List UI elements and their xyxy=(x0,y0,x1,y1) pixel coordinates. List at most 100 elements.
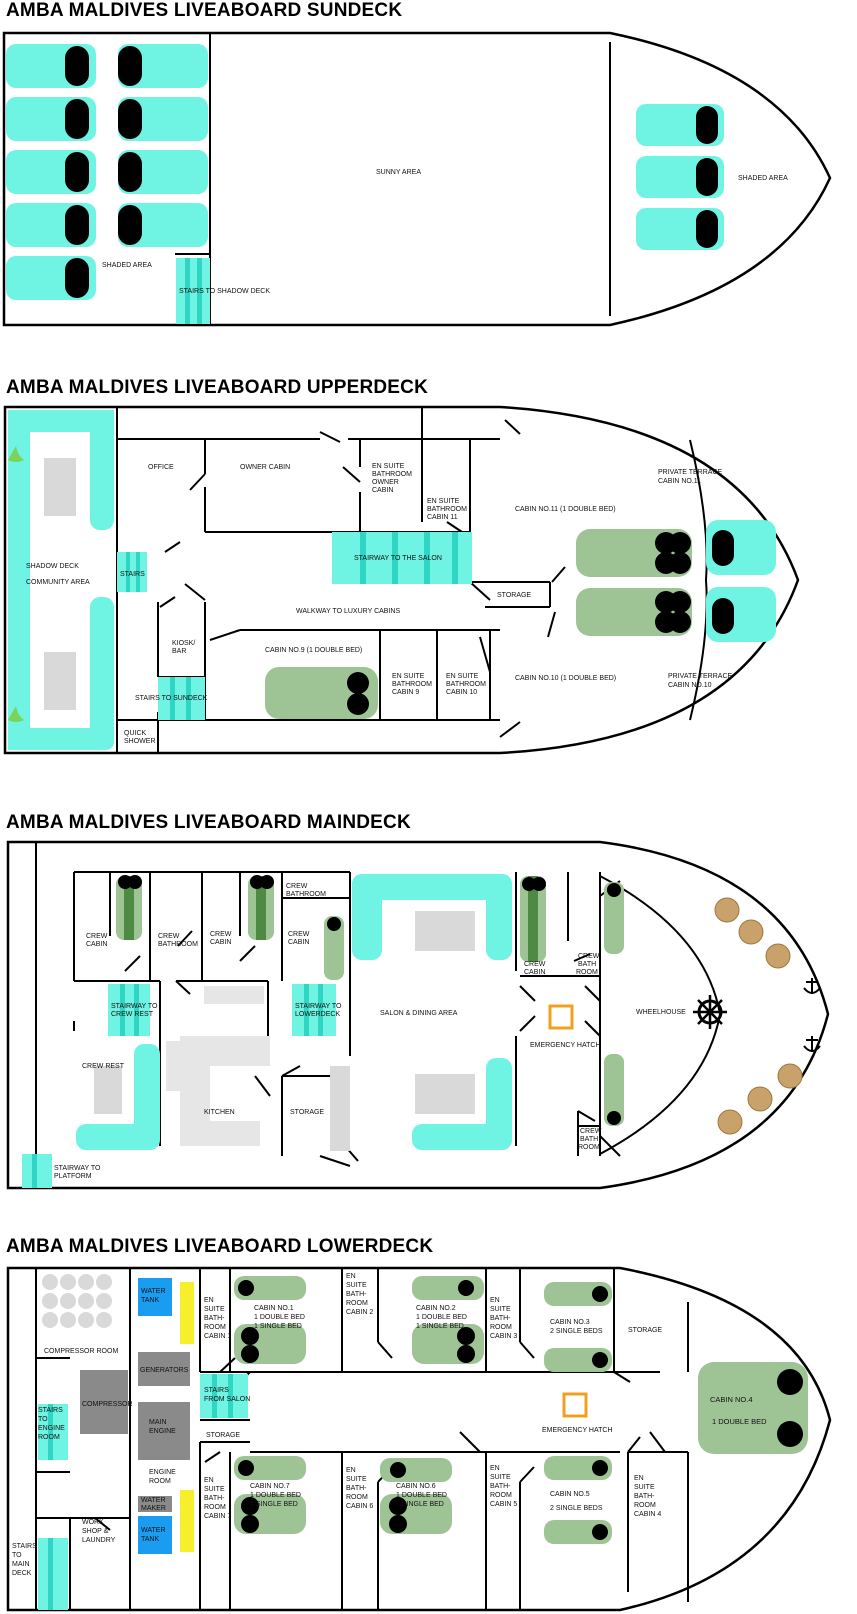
stairs-main-deck[interactable] xyxy=(38,1538,68,1610)
bed-cabin-10[interactable] xyxy=(576,588,692,636)
shadow-deck-seating[interactable] xyxy=(8,410,114,750)
lowerdeck-plan: COMPRESSOR ROOM COMPRESSOR WATER TANK GE… xyxy=(6,1266,832,1612)
bed-cabin-11[interactable] xyxy=(576,529,692,577)
lower-beds[interactable] xyxy=(234,1276,808,1544)
upperdeck-plan: OFFICE OWNER CABIN EN SUITE BATHROOM OWN… xyxy=(3,405,800,755)
water-tank-top-label-1: WATER xyxy=(141,1288,166,1295)
stairs-sundeck-label: STAIRS TO SUNDECK xyxy=(135,695,208,702)
scuba-tank-icon xyxy=(42,1274,112,1328)
ensuite-c6-label-2: SUITE xyxy=(346,1476,367,1483)
crew-bath-1-label-3: ROOM xyxy=(576,969,598,976)
maindeck-title: AMBA MALDIVES LIVEABOARD MAINDECK xyxy=(6,812,411,833)
crew-cabin-1-label-2: CABIN xyxy=(86,941,107,948)
main-engine-label-1: MAIN xyxy=(149,1419,167,1426)
plant-icon xyxy=(8,446,24,722)
owner-cabin-label: OWNER CABIN xyxy=(240,464,290,471)
ensuite-c4-label-5: CABIN 4 xyxy=(634,1511,661,1518)
crew-bath-2-label-2: BATH xyxy=(580,1136,598,1143)
sundeck-sunny-label: SUNNY AREA xyxy=(376,169,421,176)
sundeck-shaded-right-label: SHADED AREA xyxy=(738,175,788,182)
ensuite-c1-label-3: BATH- xyxy=(204,1315,225,1322)
ships-wheel-icon xyxy=(693,995,727,1029)
salon-seating[interactable] xyxy=(352,874,512,1150)
terrace-loungers[interactable] xyxy=(706,520,776,642)
sun-loungers-left[interactable] xyxy=(6,44,208,300)
stairs-from-salon[interactable] xyxy=(200,1374,248,1418)
crew-rest-label: CREW REST xyxy=(82,1063,125,1070)
stairway-platform[interactable] xyxy=(22,1154,52,1188)
storage-mid-label: STORAGE xyxy=(206,1432,240,1439)
ensuite-c4-label-4: ROOM xyxy=(634,1502,656,1509)
stairs-engine-label-1: STAIRS xyxy=(38,1407,63,1414)
ensuite-c6-label-1: EN xyxy=(346,1467,356,1474)
cabin5-label-1: CABIN NO.5 xyxy=(550,1491,590,1498)
lower-emergency-hatch-icon[interactable] xyxy=(562,1392,588,1418)
stairs-main-label-4: DECK xyxy=(12,1570,32,1577)
crew-cabin-3-label-1: CREW xyxy=(288,931,310,938)
ensuite-c2-label-4: ROOM xyxy=(346,1300,368,1307)
stairs-to-sundeck[interactable] xyxy=(158,677,205,720)
ensuite-c1-label-2: SUITE xyxy=(204,1306,225,1313)
cabin3-label-2: 2 SINGLE BEDS xyxy=(550,1328,603,1335)
ensuite-c4-label-1: EN xyxy=(634,1475,644,1482)
sundeck-shaded-left-label: SHADED AREA xyxy=(102,262,152,269)
main-engine-block[interactable] xyxy=(138,1402,190,1460)
water-tank-bottom[interactable] xyxy=(138,1516,172,1554)
ensuite-c7-label-1: EN xyxy=(204,1477,214,1484)
cabin6-label-1: CABIN NO.6 xyxy=(396,1483,436,1490)
kiosk-label-1: KIOSK/ xyxy=(172,640,195,647)
sundeck-title: AMBA MALDIVES LIVEABOARD SUNDECK xyxy=(6,0,403,21)
water-tank-top[interactable] xyxy=(138,1278,172,1316)
sundeck-stairs-label: STAIRS TO SHADOW DECK xyxy=(179,288,270,295)
ensuite-c2-label-5: CABIN 2 xyxy=(346,1309,373,1316)
cabin6-label-3: 1 SINGLE BED xyxy=(396,1501,444,1508)
terrace-11-label-2: CABIN NO.11 xyxy=(658,478,701,485)
emergency-hatch-icon[interactable] xyxy=(548,1004,574,1030)
ensuite-c4-label-3: BATH- xyxy=(634,1493,655,1500)
crew-bath-2-label-3: ROOM xyxy=(578,1144,600,1151)
stairs-to-shadow-deck[interactable] xyxy=(176,258,210,324)
crew-beds[interactable] xyxy=(116,875,624,1126)
crew-bath-1-label-1: CREW xyxy=(578,953,600,960)
walkway-label: WALKWAY TO LUXURY CABINS xyxy=(296,608,400,615)
stairs-label: STAIRS xyxy=(120,571,145,578)
bed-cabin-9[interactable] xyxy=(265,667,378,719)
stairs-main-label-2: TO xyxy=(12,1552,22,1559)
stairway-lower-label-1: STAIRWAY TO xyxy=(295,1003,342,1010)
cabin-11-label: CABIN NO.11 (1 DOUBLE BED) xyxy=(515,506,616,513)
compressor-room-label: COMPRESSOR ROOM xyxy=(44,1348,118,1355)
main-emergency-label: EMERGENCY HATCH xyxy=(530,1042,601,1049)
stairway-crew-rest[interactable] xyxy=(108,984,150,1036)
stairway-lowerdeck[interactable] xyxy=(292,984,336,1036)
ensuite-11-label-1: EN SUITE xyxy=(427,498,460,505)
main-engine-label-2: ENGINE xyxy=(149,1428,176,1435)
shadow-deck-label-1: SHADOW DECK xyxy=(26,563,79,570)
ensuite-c5-label-5: CABIN 5 xyxy=(490,1501,517,1508)
storage-right-label: STORAGE xyxy=(628,1327,662,1334)
stairway-platform-label-1: STAIRWAY TO xyxy=(54,1165,101,1172)
ensuite-9-label-1: EN SUITE xyxy=(392,673,425,680)
stairs-shadow[interactable] xyxy=(117,552,147,592)
ensuite-c1-label-4: ROOM xyxy=(204,1324,226,1331)
stairway-to-salon[interactable] xyxy=(332,532,472,584)
compressor-block[interactable] xyxy=(80,1370,128,1434)
stairway-crew-label-1: STAIRWAY TO xyxy=(111,1003,158,1010)
water-maker-block[interactable] xyxy=(138,1496,172,1512)
cabin2-label-2: 1 DOUBLE BED xyxy=(416,1314,467,1321)
kitchen-label: KITCHEN xyxy=(204,1109,235,1116)
sun-loungers-right[interactable] xyxy=(636,104,724,250)
stairs-salon-label-1: STAIRS xyxy=(204,1387,229,1394)
ensuite-c2-label-3: BATH- xyxy=(346,1291,367,1298)
workshop-label-2: SHOP & xyxy=(82,1528,109,1535)
cabin1-label-1: CABIN NO.1 xyxy=(254,1305,294,1312)
crew-cabin-2-label-2: CABIN xyxy=(210,939,231,946)
ensuite-c2-label-1: EN xyxy=(346,1273,356,1280)
crew-rest-seating[interactable] xyxy=(76,1044,160,1150)
stairs-engine-room[interactable] xyxy=(38,1404,68,1460)
crew-bath-1-label-2: BATH xyxy=(578,961,596,968)
lowerdeck-title: AMBA MALDIVES LIVEABOARD LOWERDECK xyxy=(6,1236,434,1257)
crew-cabin-4-label-1: CREW xyxy=(524,961,546,968)
water-tank-bottom-label-2: TANK xyxy=(141,1536,159,1543)
engine-room-label-2: ROOM xyxy=(149,1478,171,1485)
generators-block[interactable] xyxy=(138,1352,190,1386)
